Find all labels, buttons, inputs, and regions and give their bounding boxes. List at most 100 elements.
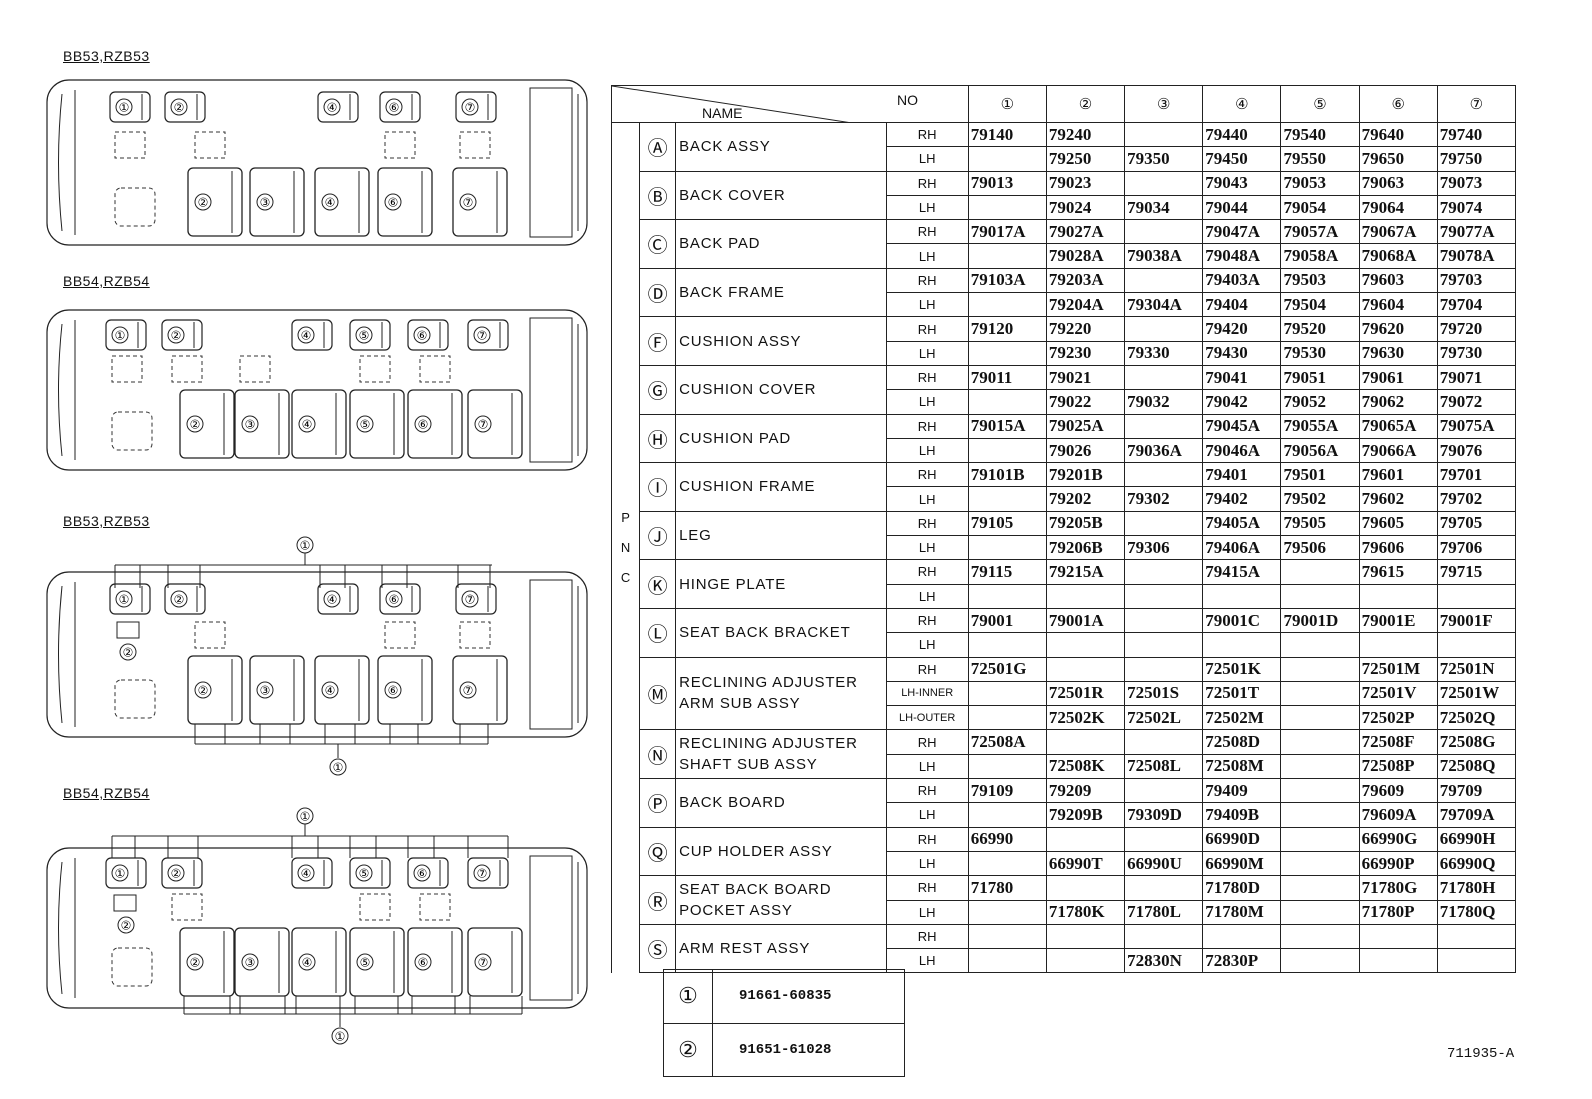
part-number-cell: 79401 [1202, 462, 1282, 488]
part-number-cell [1124, 267, 1204, 294]
part-number-cell: 71780M [1202, 899, 1282, 925]
part-number-cell: 72502M [1202, 705, 1282, 731]
part-number-cell: 79504 [1280, 292, 1360, 318]
part-number-cell: 71780K [1045, 899, 1126, 925]
part-number-cell [1202, 923, 1282, 950]
seat-number-text: ④ [302, 956, 313, 970]
seat-number-marker [186, 953, 204, 971]
seat-number-text: ⑥ [417, 867, 428, 881]
part-number-cell: 79044 [1202, 194, 1282, 221]
part-number-cell [967, 292, 1047, 318]
seat-number-marker [356, 953, 374, 971]
part-number-cell [1045, 632, 1126, 658]
part-number-cell [1045, 583, 1126, 609]
part-name-line: POCKET ASSY [679, 902, 793, 919]
seat-number-text: ④ [325, 684, 336, 698]
bolt-bracket [116, 621, 140, 639]
side-label: RH [885, 923, 969, 950]
seat-number-text: ① [300, 810, 311, 824]
side-label: LH [885, 583, 969, 609]
rear-row-seat [187, 167, 243, 237]
part-number-cell: 79017A [967, 219, 1047, 245]
seat-number-marker [167, 864, 185, 882]
seat-number-text: ② [171, 867, 182, 881]
seat-number-marker [474, 415, 492, 433]
part-name-line: LEG [679, 527, 712, 545]
side-label: LH [885, 146, 969, 172]
part-number-cell [967, 340, 1047, 366]
part-number-cell: 79501 [1280, 462, 1360, 488]
part-number-cell: 79038A [1124, 243, 1204, 269]
part-number-cell [1358, 923, 1438, 950]
seat-number-marker [413, 864, 431, 882]
side-label: LH-INNER [885, 680, 969, 707]
seat-number-text: ① [333, 761, 344, 775]
part-number-cell [1280, 923, 1360, 950]
part-number-cell: 79205B [1045, 510, 1126, 537]
part-number-cell [1436, 923, 1517, 950]
col-header-4: ④ [1202, 85, 1282, 123]
seat-number-marker [473, 326, 491, 344]
part-number-cell: 79026 [1045, 437, 1126, 464]
part-number-cell: 79506 [1280, 535, 1360, 561]
part-number-cell: 79022 [1045, 389, 1126, 415]
seat-number-marker [186, 415, 204, 433]
part-number-cell: 79056A [1280, 437, 1360, 464]
part-number-cell [1280, 705, 1360, 731]
part-number-cell: 79058A [1280, 243, 1360, 269]
part-number-cell [1358, 632, 1438, 658]
side-label: RH [885, 170, 969, 196]
part-number-cell: 79001F [1436, 607, 1517, 634]
rear-row-seat [179, 389, 235, 459]
part-name: CUSHION PAD [675, 413, 887, 464]
seat-number-marker [356, 415, 374, 433]
part-number-cell [1358, 948, 1438, 974]
part-number-cell [967, 194, 1047, 221]
seat-layout-diagrams: BB53,RZB53 BB54,RZB54 BB53,RZB53 BB54,RZ… [0, 0, 610, 1099]
part-number-cell: 66990H [1436, 826, 1517, 852]
part-number-cell [1280, 559, 1360, 585]
part-number-cell [1280, 729, 1360, 755]
part-number-cell: 79024 [1045, 194, 1126, 221]
part-number-cell: 79605 [1358, 510, 1438, 537]
bolt-part-number: 91661-60835 [712, 969, 905, 1024]
rear-row-seat [452, 167, 508, 237]
part-number-cell: 79071 [1436, 364, 1517, 391]
part-number-cell [1124, 632, 1204, 658]
part-name: ARM REST ASSY [675, 923, 887, 974]
part-number-cell: 72502Q [1436, 705, 1517, 731]
side-label: RH [885, 607, 969, 634]
seat-number-text: ⑥ [417, 329, 428, 343]
folded-seat-outline [359, 355, 391, 383]
bolt-number: ② [663, 1022, 713, 1077]
side-label: LH [885, 243, 969, 269]
bus-body-outline [46, 571, 588, 738]
part-number-cell: 79203A [1045, 267, 1126, 294]
side-label: LH [885, 632, 969, 658]
part-number-cell: 79078A [1436, 243, 1517, 269]
part-number-cell: 79066A [1358, 437, 1438, 464]
seat-number-marker [170, 590, 188, 608]
seat-number-text: ② [190, 418, 201, 432]
seat-number-text: ① [115, 867, 126, 881]
part-number-cell: 79101B [967, 462, 1047, 488]
part-number-cell: 79055A [1280, 413, 1360, 439]
seat-number-text: ② [174, 593, 185, 607]
rear-row-seat [377, 167, 433, 237]
part-number-cell: 79063 [1358, 170, 1438, 196]
part-number-cell: 79011 [967, 364, 1047, 391]
part-number-cell: 72501K [1202, 656, 1282, 682]
rear-row-seat [249, 167, 305, 237]
part-number-cell: 79046A [1202, 437, 1282, 464]
seat-number-text: ③ [260, 684, 271, 698]
